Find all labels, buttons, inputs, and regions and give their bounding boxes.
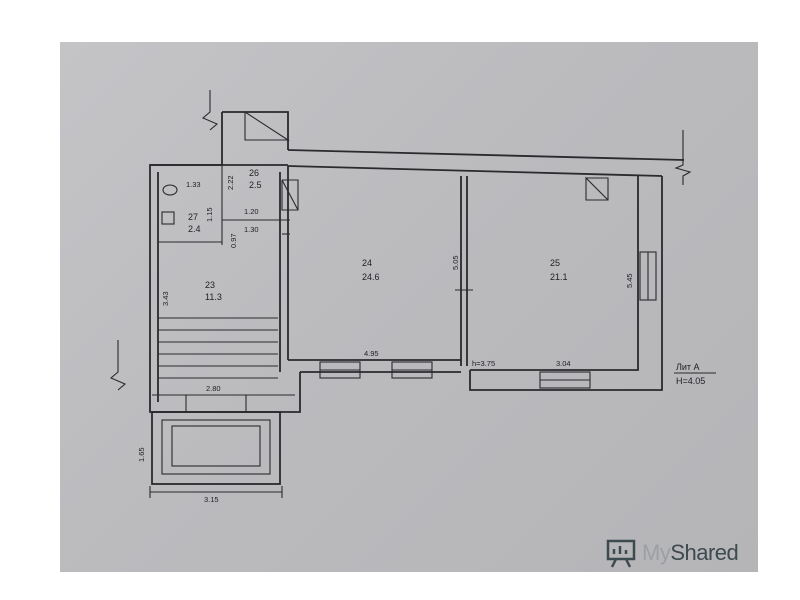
dim-3-43: 3.43 (161, 291, 170, 306)
room-26-number: 26 (249, 168, 259, 178)
outer-walls (109, 90, 692, 413)
dim-0-97: 0.97 (229, 233, 238, 248)
room-26-area: 2.5 (249, 180, 262, 190)
windows (319, 251, 657, 389)
litera-label: Лит А (676, 362, 700, 372)
dim-1-30: 1.30 (244, 225, 259, 234)
dim-3-04: 3.04 (556, 359, 571, 368)
room-23-number: 23 (205, 280, 215, 290)
porch (151, 395, 281, 485)
watermark-my: My (642, 540, 671, 565)
dim-2-80: 2.80 (206, 384, 221, 393)
room-25-area: 21.1 (550, 272, 568, 282)
room-24-number: 24 (362, 258, 372, 268)
height-label: H=4.05 (676, 376, 705, 386)
litera-annotation: Лит А H=4.05 (674, 362, 716, 386)
myshared-watermark: MyShared (606, 538, 739, 568)
dim-2-22: 2.22 (226, 175, 235, 190)
watermark-shared: Shared (670, 540, 739, 565)
dim-1-15: 1.15 (205, 207, 214, 222)
dim-h-3-75: h=3.75 (472, 359, 495, 368)
dim-3-15: 3.15 (204, 495, 219, 504)
dim-1-20: 1.20 (244, 207, 259, 216)
dim-4-95: 4.95 (364, 349, 379, 358)
stairs (158, 111, 609, 379)
room-27-area: 2.4 (188, 224, 201, 234)
dim-5-05: 5.05 (451, 255, 460, 270)
presentation-board-icon (606, 539, 636, 568)
room-27-number: 27 (188, 212, 198, 222)
dimension-labels: 1.33 2.22 1.15 1.20 1.30 0.97 3.43 5.05 … (137, 175, 634, 504)
room-24-area: 24.6 (362, 272, 380, 282)
watermark-text: MyShared (642, 540, 739, 566)
partitions (158, 165, 473, 291)
room-23-area: 11.3 (205, 292, 222, 302)
dim-1-33: 1.33 (186, 180, 201, 189)
room-25-number: 25 (550, 258, 560, 268)
room-labels: 26 2.5 27 2.4 23 11.3 24 24.6 25 21.1 (188, 168, 568, 302)
dim-1-65: 1.65 (137, 447, 146, 462)
dim-5-45: 5.45 (625, 273, 634, 288)
